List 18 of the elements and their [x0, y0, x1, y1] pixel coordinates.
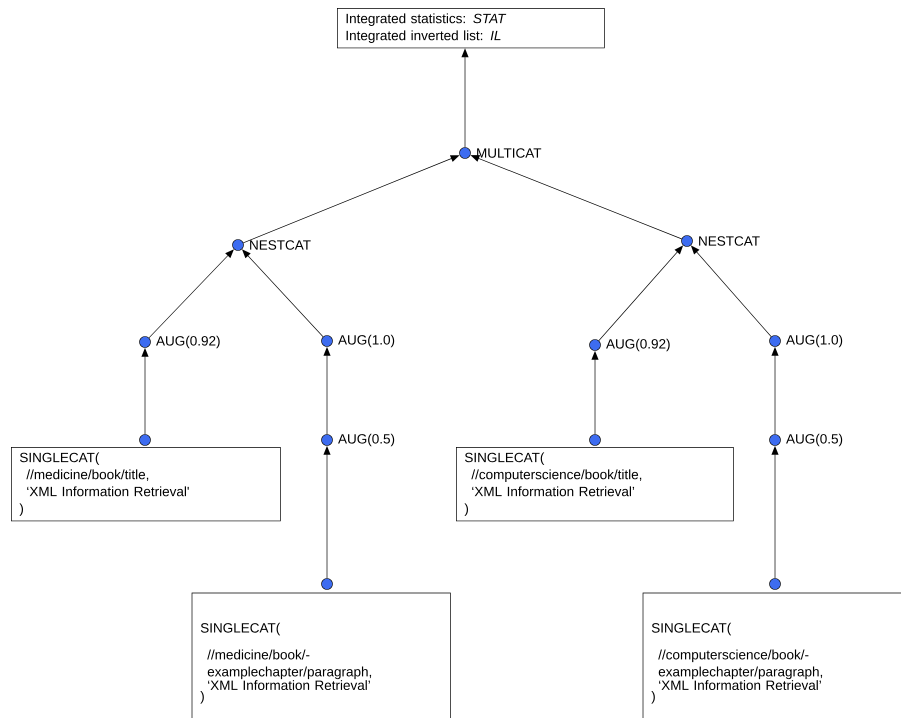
- text-box: SINGLECAT( //computerscience/book/- examplechapter/paragraph, ‘XML Information Retrieval’ ): [642, 592, 901, 718]
- operator-label: AUG(1.0): [786, 334, 842, 348]
- operator-label: AUG(0.92): [156, 336, 220, 348]
- text-box: SINGLECAT( //medicine/book/- examplechapter/paragraph, ‘XML Information Retrieval’ ): [192, 592, 451, 718]
- operator-label: AUG(0.92): [606, 338, 670, 352]
- text-box: SINGLECAT( //computerscience/book/title, ‘XML Information Retrieval’ ): [456, 447, 734, 522]
- operator-label: MULTICAT: [477, 148, 542, 158]
- junction-dot: [321, 578, 333, 590]
- operator-label: NESTCAT: [699, 236, 760, 246]
- text-box: Integrated statistics: STAT Integrated inverted list: IL: [337, 8, 605, 48]
- junction-dot: [139, 434, 151, 446]
- text-box: SINGLECAT( //medicine/book/title, ‘XML Information Retrieval' ): [11, 447, 281, 522]
- operator-label: NESTCAT: [250, 240, 311, 250]
- operator-label: AUG(0.5): [338, 434, 394, 446]
- junction-dot: [589, 434, 601, 446]
- junction-dot: [769, 578, 781, 590]
- operator-label: AUG(1.0): [338, 334, 394, 348]
- operator-label: AUG(0.5): [786, 434, 842, 446]
